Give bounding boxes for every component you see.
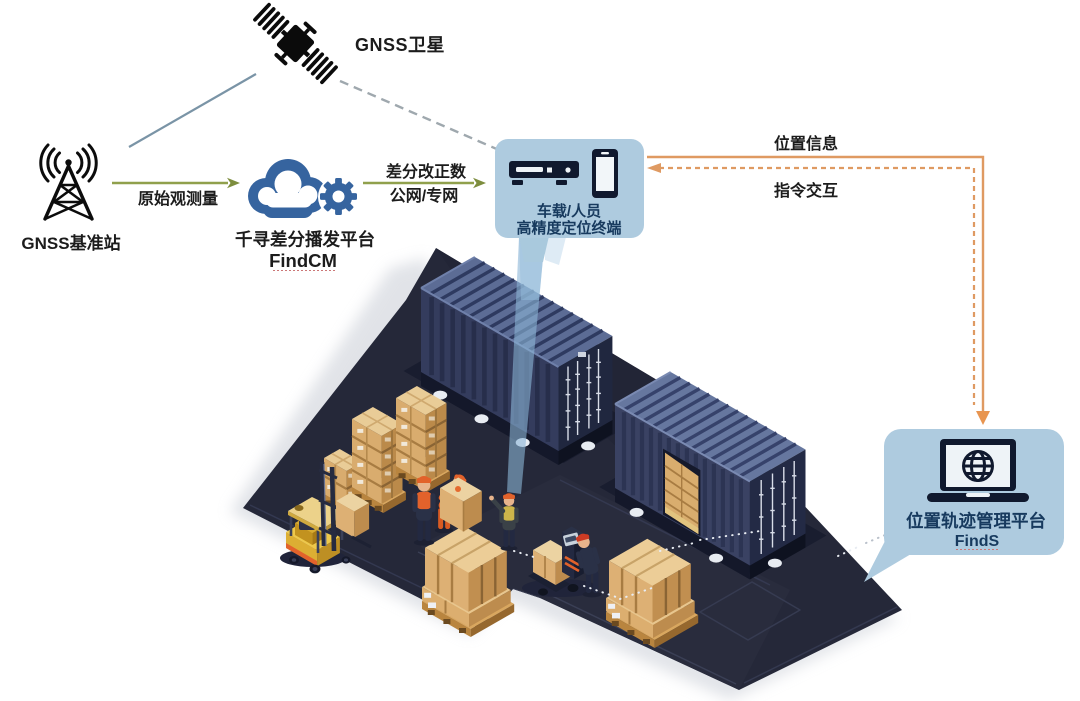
svg-text:高精度定位终端: 高精度定位终端: [516, 219, 621, 237]
svg-text:GNSS基准站: GNSS基准站: [21, 233, 120, 253]
svg-text:差分改正数: 差分改正数: [386, 162, 467, 181]
svg-text:位置信息: 位置信息: [774, 134, 838, 153]
svg-text:车载/人员: 车载/人员: [537, 202, 601, 220]
svg-text:千寻差分播发平台: 千寻差分播发平台: [235, 230, 375, 250]
svg-text:公网/专网: 公网/专网: [390, 186, 458, 205]
svg-text:GNSS卫星: GNSS卫星: [355, 35, 445, 55]
svg-text:FindCM: FindCM: [269, 250, 337, 271]
svg-text:位置轨迹管理平台: 位置轨迹管理平台: [906, 511, 1046, 531]
svg-text:FindS: FindS: [955, 533, 1000, 550]
svg-text:原始观测量: 原始观测量: [138, 189, 218, 208]
svg-text:指令交互: 指令交互: [774, 181, 838, 200]
